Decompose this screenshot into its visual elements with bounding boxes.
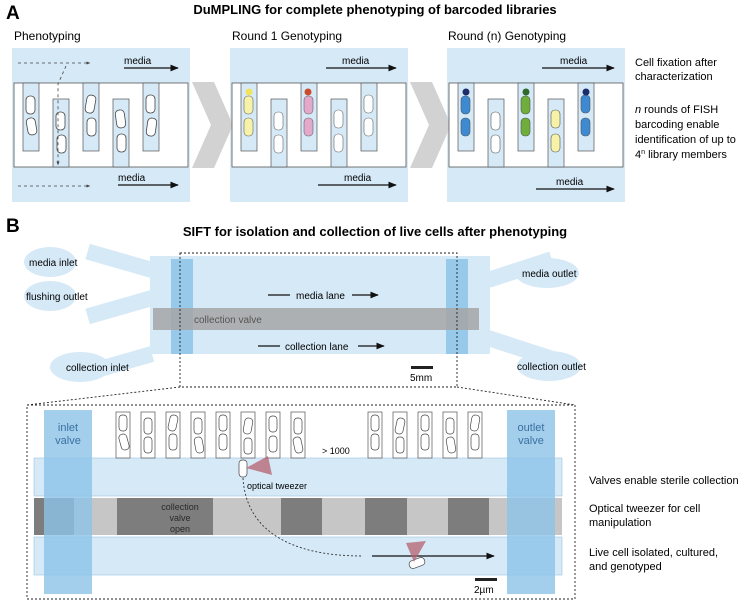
trench-array-phenotyping: [13, 82, 189, 168]
media-label-phenotyping-top: media: [124, 56, 152, 67]
media-label-roundn-bottom: media: [556, 177, 584, 188]
note-isolated-line2: and genotyped: [589, 561, 662, 573]
chevron-arrow-2: [410, 82, 451, 168]
optical-tweezer-beam-2: [406, 541, 426, 562]
media-label-roundn-top: media: [560, 56, 588, 67]
port-media-inlet: media inlet: [29, 258, 78, 269]
port-collection-inlet: collection inlet: [66, 363, 129, 374]
cells-roundn: [460, 94, 591, 154]
flow-lines-phenotyping: [18, 61, 91, 188]
panel-b-title: SIFT for isolation and collection of liv…: [183, 224, 567, 239]
stage-title-phenotyping: Phenotyping: [14, 29, 81, 43]
note-fixation-line2: characterization: [635, 71, 713, 83]
note-tweezer-line1: Optical tweezer for cell: [589, 503, 700, 515]
zoom-inlet-valve-line1: inlet: [58, 422, 78, 434]
port-collection-outlet: collection outlet: [517, 362, 586, 373]
zoom-connector-left: [26, 386, 181, 406]
inlet-valve-top: [171, 259, 193, 354]
port-flushing-outlet: flushing outlet: [26, 292, 88, 303]
note-fish-line1: n rounds of FISH: [635, 104, 718, 116]
zoom-inlet-valve-line2: valve: [55, 435, 81, 447]
note-fish-line4: 4n library members: [635, 149, 727, 161]
trapped-cell: [238, 459, 248, 478]
cell-transfer-path: [242, 477, 363, 557]
zoom-region-box: [179, 252, 458, 388]
panel-a-letter: A: [6, 3, 20, 24]
scale-bar-2um: [475, 578, 497, 581]
zoom-connector-right: [456, 386, 576, 406]
outlet-valve-top: [446, 259, 468, 354]
media-lane-label: media lane: [296, 291, 345, 302]
zoom-valve-open-line1: collection: [161, 502, 199, 512]
note-fish-line3: identification of up to: [635, 134, 736, 146]
scale-label-2um: 2µm: [474, 585, 494, 596]
zoom-outlet-valve-line2: valve: [518, 435, 544, 447]
port-media-outlet: media outlet: [522, 269, 577, 280]
note-tweezer-line2: manipulation: [589, 517, 651, 529]
trench-array-roundn: [448, 82, 624, 168]
optical-tweezer-label: optical tweezer: [247, 481, 307, 491]
note-fixation-line1: Cell fixation after: [635, 57, 717, 69]
probe-dot-red: [304, 88, 312, 96]
isolated-cell: [408, 557, 426, 569]
scale-bar-5mm: [411, 366, 433, 369]
panel-a-title: DuMPLING for complete phenotyping of bar…: [193, 2, 556, 17]
zoom-valve-checker: [34, 498, 562, 535]
media-label-round1-top: media: [342, 56, 370, 67]
probe-dot-green: [522, 88, 530, 96]
optical-tweezer-beam-1: [246, 456, 272, 475]
probe-dot-navy-2: [582, 88, 590, 96]
zoom-cells: [118, 414, 481, 455]
note-fish-line2: barcoding enable: [635, 119, 719, 131]
zoom-media-channel: [33, 457, 563, 497]
note-valves: Valves enable sterile collection: [589, 475, 739, 487]
probe-dot-yellow: [245, 88, 253, 96]
zoom-outlet-valve: [507, 410, 555, 594]
zoom-outlet-valve-line1: outlet: [518, 422, 545, 434]
zoom-valve-open-line2: valve: [169, 513, 190, 523]
media-label-round1-bottom: media: [344, 173, 372, 184]
chevron-arrow-1: [192, 82, 233, 168]
collection-valve-bar: [153, 308, 479, 330]
panel-b-letter: B: [6, 216, 20, 237]
zoom-inlet-valve: [44, 410, 92, 594]
collection-valve-label: collection valve: [194, 315, 262, 326]
stage-title-round1: Round 1 Genotyping: [232, 29, 342, 43]
collection-lane-label: collection lane: [285, 342, 349, 353]
zoom-valve-open-line3: open: [170, 524, 190, 534]
cells-phenotyping: [25, 94, 158, 154]
note-isolated-line1: Live cell isolated, cultured,: [589, 547, 718, 559]
trench-array-round1: [231, 82, 407, 168]
scale-label-5mm: 5mm: [410, 373, 432, 384]
probe-dot-navy-1: [462, 88, 470, 96]
cells-round1: [243, 94, 374, 154]
zoom-trench-count: > 1000: [322, 446, 350, 456]
stage-title-roundn: Round (n) Genotyping: [448, 29, 566, 43]
media-label-phenotyping-bottom: media: [118, 173, 146, 184]
